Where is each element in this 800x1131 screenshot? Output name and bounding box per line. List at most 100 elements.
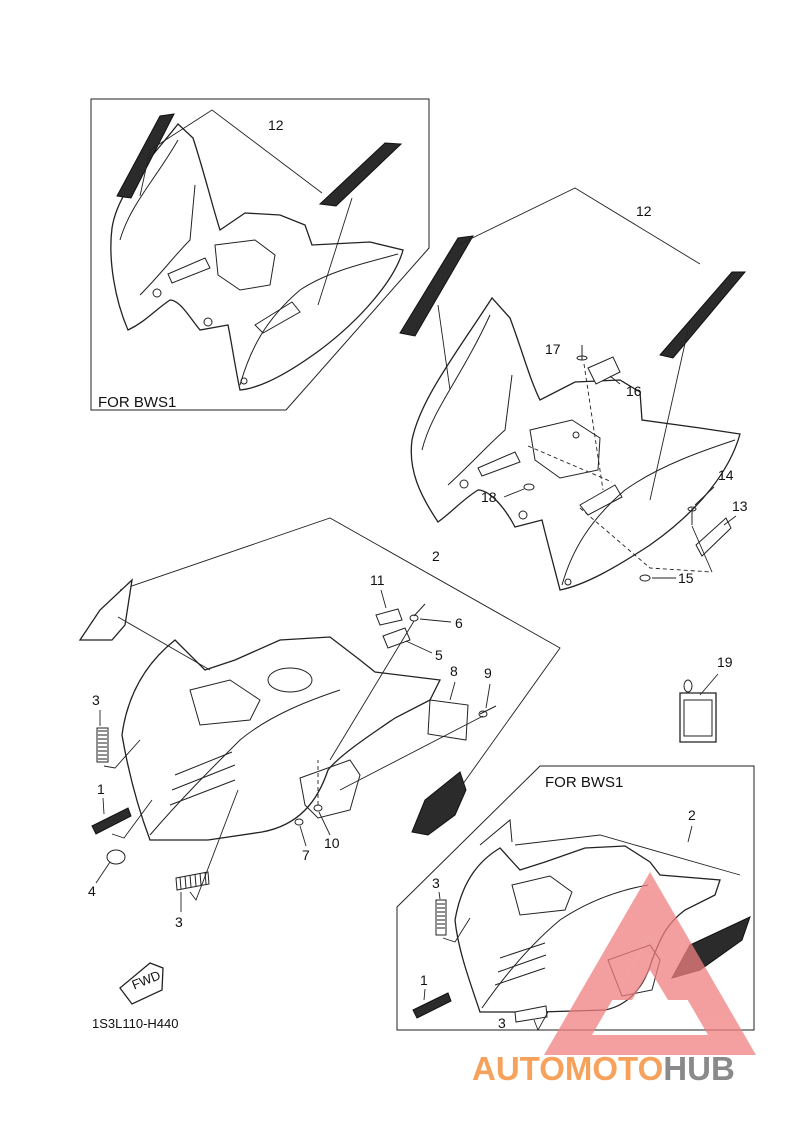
nut-15 <box>639 574 651 582</box>
leader <box>485 683 491 709</box>
fender-opening <box>511 875 573 916</box>
nut-7 <box>294 818 304 826</box>
watermark-logo-inner <box>612 935 688 1000</box>
leader <box>442 917 471 943</box>
label-11 <box>375 608 403 626</box>
reflector-slot <box>579 484 623 516</box>
side-panel <box>299 759 361 819</box>
leader <box>449 681 456 701</box>
watermark <box>544 872 756 1055</box>
reflector-3 <box>435 899 447 936</box>
screw-14-head <box>687 506 697 512</box>
fender-ridge <box>149 689 341 836</box>
watermark-text: AUTOMOTOHUB <box>472 1050 735 1087</box>
leader <box>329 620 415 761</box>
leader-2-bracket <box>119 517 561 831</box>
fender-ridge <box>447 374 513 486</box>
leader <box>189 789 239 901</box>
box-outline <box>396 765 755 1031</box>
leader <box>103 739 141 769</box>
leader <box>380 589 387 609</box>
reflector-slot <box>167 257 211 284</box>
reflector-ribs <box>98 730 107 760</box>
callout-12: 12 <box>268 117 284 133</box>
leader <box>318 811 331 836</box>
leader <box>299 825 307 847</box>
callout-7: 7 <box>302 847 310 863</box>
callout-6: 6 <box>455 615 463 631</box>
box-label-bottom-right: FOR BWS1 <box>545 774 623 791</box>
leader <box>723 515 737 526</box>
leader <box>117 616 211 671</box>
reflector-3 <box>96 727 109 763</box>
leader <box>609 375 621 385</box>
callout-3-upper: 3 <box>92 692 100 708</box>
decal-12-right <box>659 271 747 359</box>
fender-ridge <box>481 884 649 1009</box>
label-16 <box>587 356 621 385</box>
callout-1: 1 <box>97 781 105 797</box>
callout-19: 19 <box>717 654 733 670</box>
callout-5: 5 <box>435 647 443 663</box>
callout-16: 16 <box>626 383 642 399</box>
side-decal <box>411 771 467 836</box>
watermark-part1: AUTOMOTO <box>472 1050 663 1087</box>
fender-ridge <box>139 184 196 296</box>
decal-12-left <box>116 113 175 199</box>
bolt <box>152 288 162 298</box>
reflector-slot <box>254 301 301 334</box>
callout-9: 9 <box>484 665 492 681</box>
reflector-ribs <box>179 871 207 890</box>
dash-leader <box>579 507 713 573</box>
bolt <box>572 431 580 439</box>
watermark-part2: HUB <box>663 1050 735 1087</box>
leader <box>423 988 426 1001</box>
leader <box>691 525 713 573</box>
rear-fender-bws1 <box>110 123 404 391</box>
fender-opening <box>189 679 261 726</box>
tail-light-housing <box>214 239 276 291</box>
watermark-logo <box>544 872 756 1055</box>
leader <box>687 825 693 843</box>
badge-1 <box>412 992 452 1019</box>
bolt <box>203 317 213 327</box>
box-label-top-left: FOR BWS1 <box>98 394 176 411</box>
callout-15: 15 <box>678 570 694 586</box>
dash-leader <box>527 445 613 483</box>
callout-13: 13 <box>732 498 748 514</box>
bolt <box>564 578 572 586</box>
fwd-arrow <box>119 962 164 1005</box>
fender-stripes <box>494 942 547 986</box>
leader <box>339 715 484 791</box>
tag-19-group: 19 <box>679 654 733 743</box>
rivet-17-head <box>576 355 588 361</box>
rear-fender <box>410 296 741 591</box>
leader <box>95 861 111 884</box>
callout-2-bws1: 2 <box>688 807 696 823</box>
fender-ridge <box>561 439 736 586</box>
callout-18: 18 <box>481 489 497 505</box>
front-decal-panel <box>479 819 513 846</box>
callout-11: 11 <box>370 572 385 588</box>
leader <box>405 640 433 654</box>
diagram-code: 1S3L110-H440 <box>92 1016 179 1031</box>
front-decal-panel <box>78 578 133 641</box>
fender-stripes <box>169 751 236 806</box>
fender-opening <box>267 667 313 693</box>
front-fender <box>121 636 441 841</box>
box-outline <box>90 98 430 411</box>
badge-1 <box>91 807 132 835</box>
callout-3-bws1-lower: 3 <box>498 1015 506 1031</box>
leader <box>649 329 689 501</box>
screw-9 <box>479 705 497 715</box>
leader <box>503 488 525 498</box>
plate-13 <box>695 517 732 557</box>
screw-6 <box>413 603 426 617</box>
leader <box>694 486 715 506</box>
callout-4: 4 <box>88 883 96 899</box>
callout-14: 14 <box>718 467 734 483</box>
bolt-10 <box>313 804 323 812</box>
reflector-slot <box>477 451 521 477</box>
decal-12-left <box>399 235 474 337</box>
